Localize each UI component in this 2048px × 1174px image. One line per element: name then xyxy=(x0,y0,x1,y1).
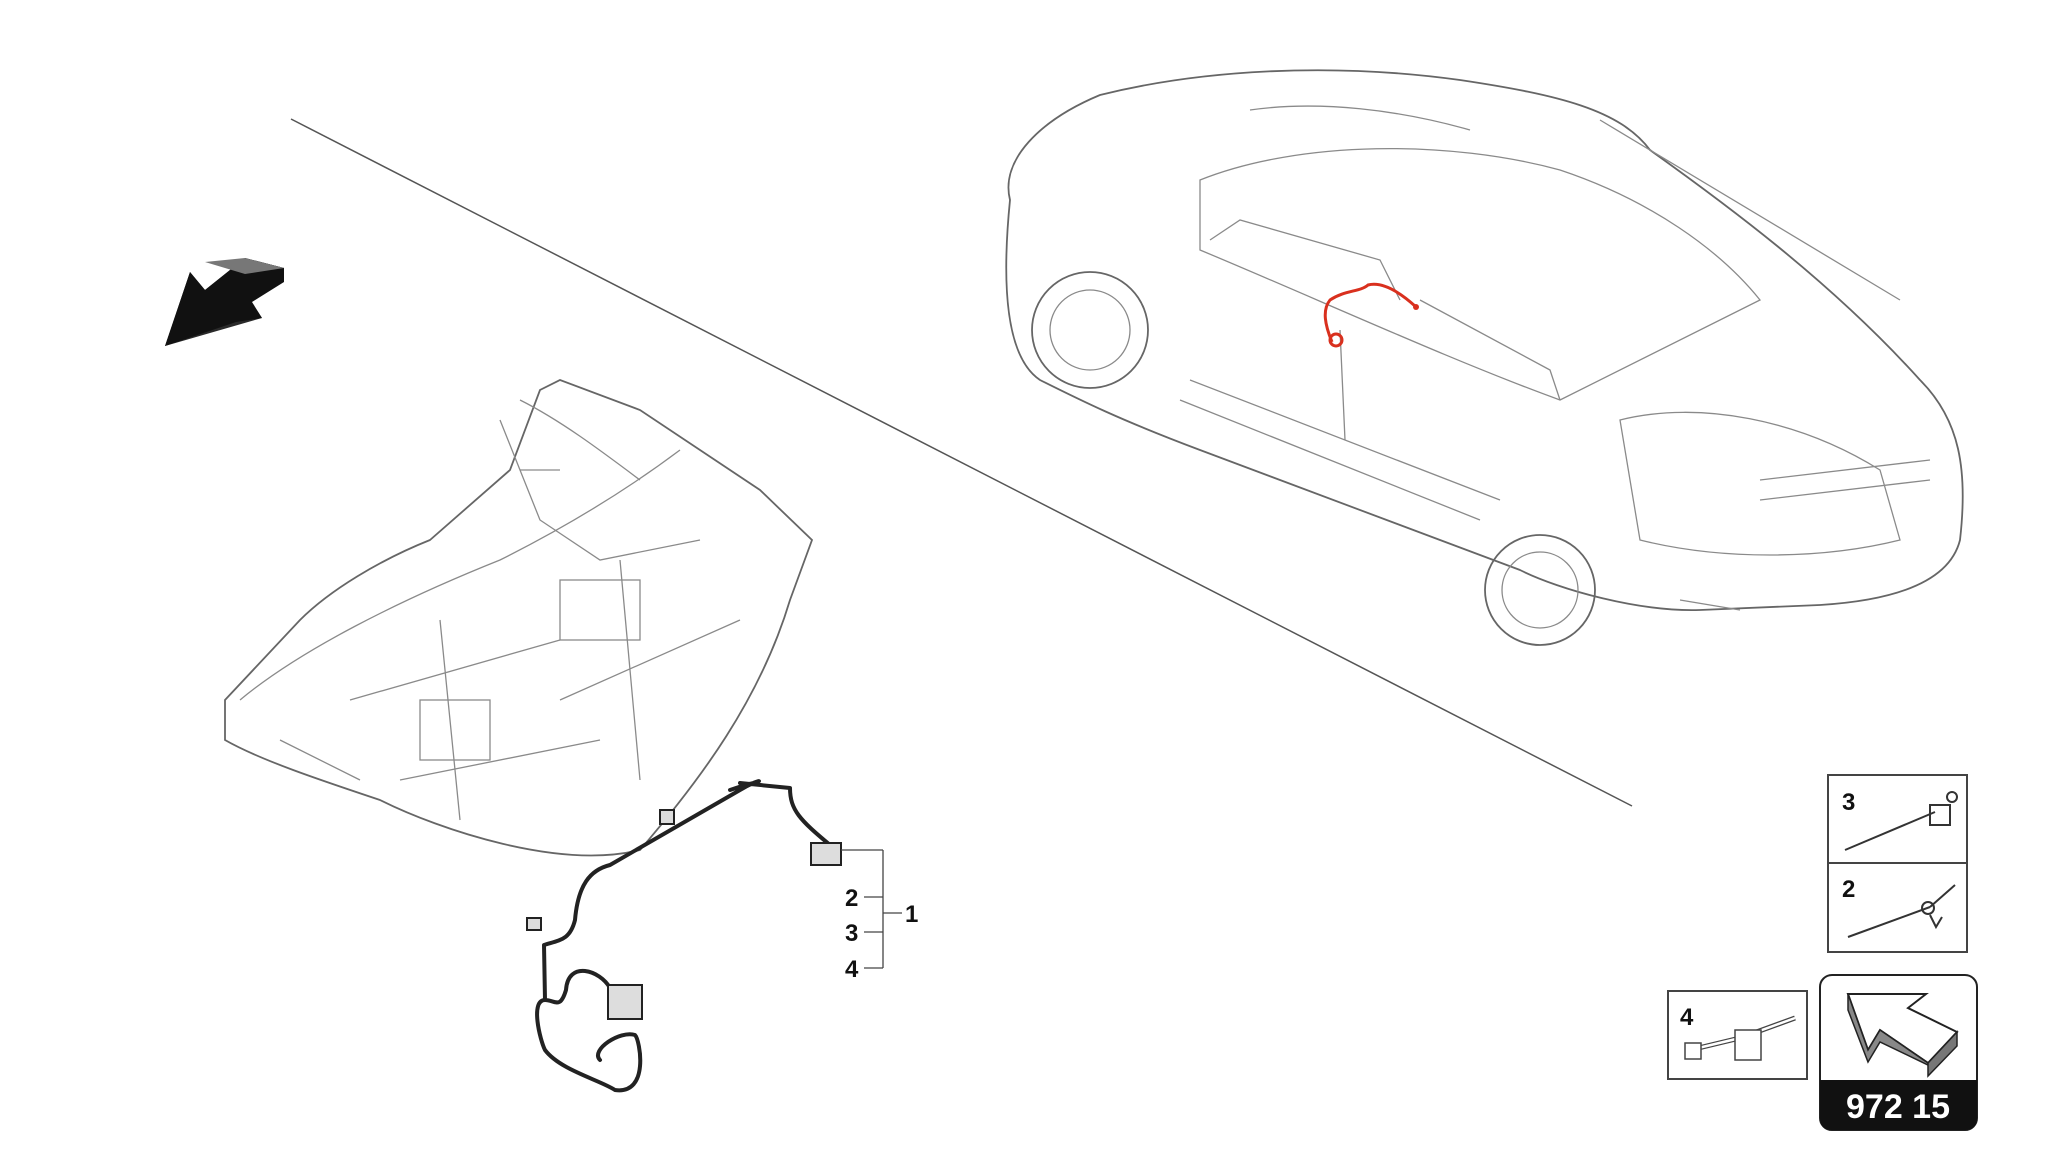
direction-arrow-icon xyxy=(165,258,284,346)
svg-text:2: 2 xyxy=(1842,876,1855,903)
svg-text:3: 3 xyxy=(1842,789,1855,816)
detail-box-4: 4 xyxy=(1667,990,1808,1080)
next-page-link[interactable]: 972 15 xyxy=(1819,974,1978,1131)
callout-2: 2 xyxy=(845,885,858,912)
detail-box-3: 3 xyxy=(1827,774,1968,864)
callout-1: 1 xyxy=(905,901,918,928)
vehicle-illustration xyxy=(1005,69,1964,646)
svg-text:4: 4 xyxy=(1680,1004,1694,1031)
highlighted-harness xyxy=(1323,282,1417,343)
center-console-illustration xyxy=(224,379,814,857)
separator-line xyxy=(290,118,1633,807)
next-page-arrow-icon xyxy=(1846,993,1959,1078)
callout-3: 3 xyxy=(845,920,858,947)
wiring-harness-part xyxy=(526,779,842,1093)
callout-bracket xyxy=(841,849,902,969)
detail-box-2: 2 xyxy=(1827,862,1968,953)
callout-4: 4 xyxy=(845,956,859,983)
page-code: 972 15 xyxy=(1846,1088,1950,1126)
